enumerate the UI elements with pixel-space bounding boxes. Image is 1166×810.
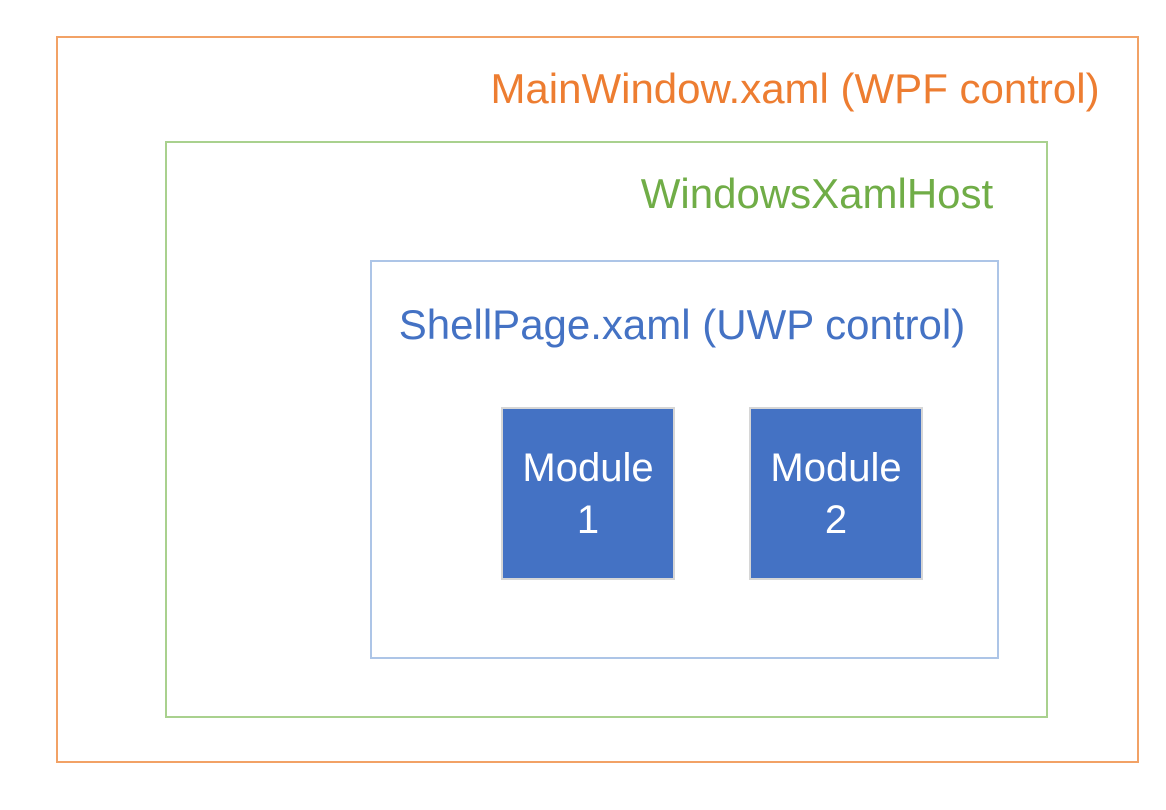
- main-window-label: MainWindow.xaml (WPF control): [490, 65, 1100, 112]
- main-window-box: MainWindow.xaml (WPF control) WindowsXam…: [56, 36, 1139, 763]
- shell-page-label: ShellPage.xaml (UWP control): [398, 301, 966, 348]
- module-1-number: 1: [576, 497, 600, 542]
- module-2-number: 2: [824, 497, 848, 542]
- module-1-name: Module: [522, 445, 654, 490]
- module-2-box: Module 2: [749, 407, 923, 580]
- module-2-name: Module: [770, 445, 902, 490]
- module-1-box: Module 1: [501, 407, 675, 580]
- shell-page-box: ShellPage.xaml (UWP control) Module 1 Mo…: [370, 260, 999, 659]
- windows-xaml-host-label: WindowsXamlHost: [640, 170, 994, 217]
- windows-xaml-host-box: WindowsXamlHost ShellPage.xaml (UWP cont…: [165, 141, 1048, 718]
